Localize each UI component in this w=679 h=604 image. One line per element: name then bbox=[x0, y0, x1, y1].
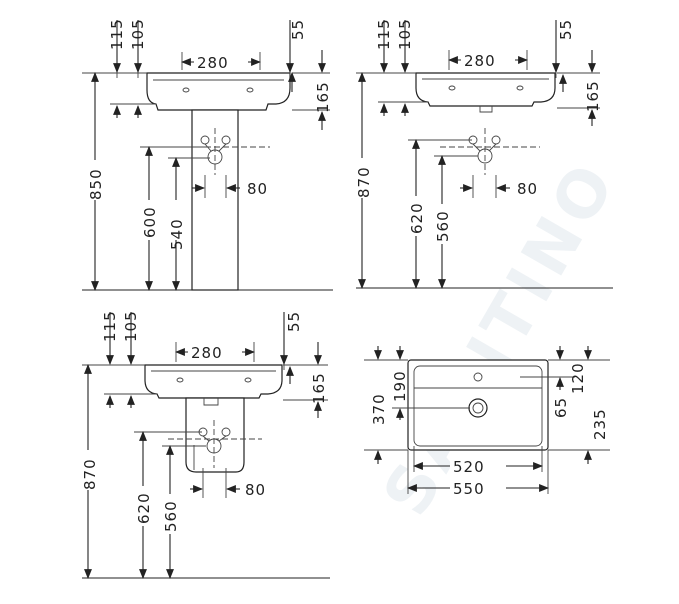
dim-105: 105 bbox=[129, 18, 147, 50]
dim-55: 55 bbox=[557, 19, 575, 40]
dim-370: 370 bbox=[370, 393, 388, 425]
dim-165: 165 bbox=[314, 81, 332, 113]
dim-870: 870 bbox=[355, 166, 373, 198]
dim-540: 540 bbox=[168, 218, 186, 250]
basin-side-view bbox=[144, 364, 283, 399]
dim-280: 280 bbox=[197, 54, 229, 72]
dim-55: 55 bbox=[285, 311, 303, 332]
dim-115: 115 bbox=[101, 310, 119, 342]
dim-105: 105 bbox=[122, 310, 140, 342]
panel-pedestal: 115 105 280 55 165 850 60 bbox=[82, 18, 333, 291]
tap-hole bbox=[473, 372, 483, 382]
panel-plan-view: 370 190 120 65 235 520 550 bbox=[364, 346, 610, 498]
dim-55: 55 bbox=[289, 19, 307, 40]
dim-80: 80 bbox=[245, 481, 266, 499]
dim-280: 280 bbox=[191, 344, 223, 362]
panel-wall-hung: 115 105 280 55 165 870 620 560 bbox=[354, 18, 613, 289]
dim-165: 165 bbox=[584, 80, 602, 112]
dim-550: 550 bbox=[453, 480, 485, 498]
basin-side-view bbox=[415, 72, 556, 107]
dim-560: 560 bbox=[434, 210, 452, 242]
dim-190: 190 bbox=[391, 370, 409, 402]
semi-pedestal-shroud bbox=[185, 397, 245, 473]
panel-semi-pedestal: 115 105 280 55 165 870 620 560 bbox=[80, 310, 330, 579]
dim-620: 620 bbox=[408, 202, 426, 234]
dim-105: 105 bbox=[396, 18, 414, 50]
dim-65: 65 bbox=[552, 397, 570, 418]
drain-inner bbox=[472, 402, 484, 414]
dim-165: 165 bbox=[310, 372, 328, 404]
dim-850: 850 bbox=[87, 168, 105, 200]
basin-side-view bbox=[146, 72, 291, 111]
dim-520: 520 bbox=[453, 458, 485, 476]
dim-80: 80 bbox=[517, 180, 538, 198]
drain-outer bbox=[468, 398, 488, 418]
dim-600: 600 bbox=[141, 206, 159, 238]
dim-115: 115 bbox=[108, 18, 126, 50]
dim-560: 560 bbox=[162, 500, 180, 532]
dim-280: 280 bbox=[464, 52, 496, 70]
dim-120: 120 bbox=[569, 362, 587, 394]
dim-870: 870 bbox=[81, 458, 99, 490]
dim-115: 115 bbox=[375, 18, 393, 50]
dim-80: 80 bbox=[247, 180, 268, 198]
dim-235: 235 bbox=[591, 408, 609, 440]
dim-620: 620 bbox=[135, 492, 153, 524]
